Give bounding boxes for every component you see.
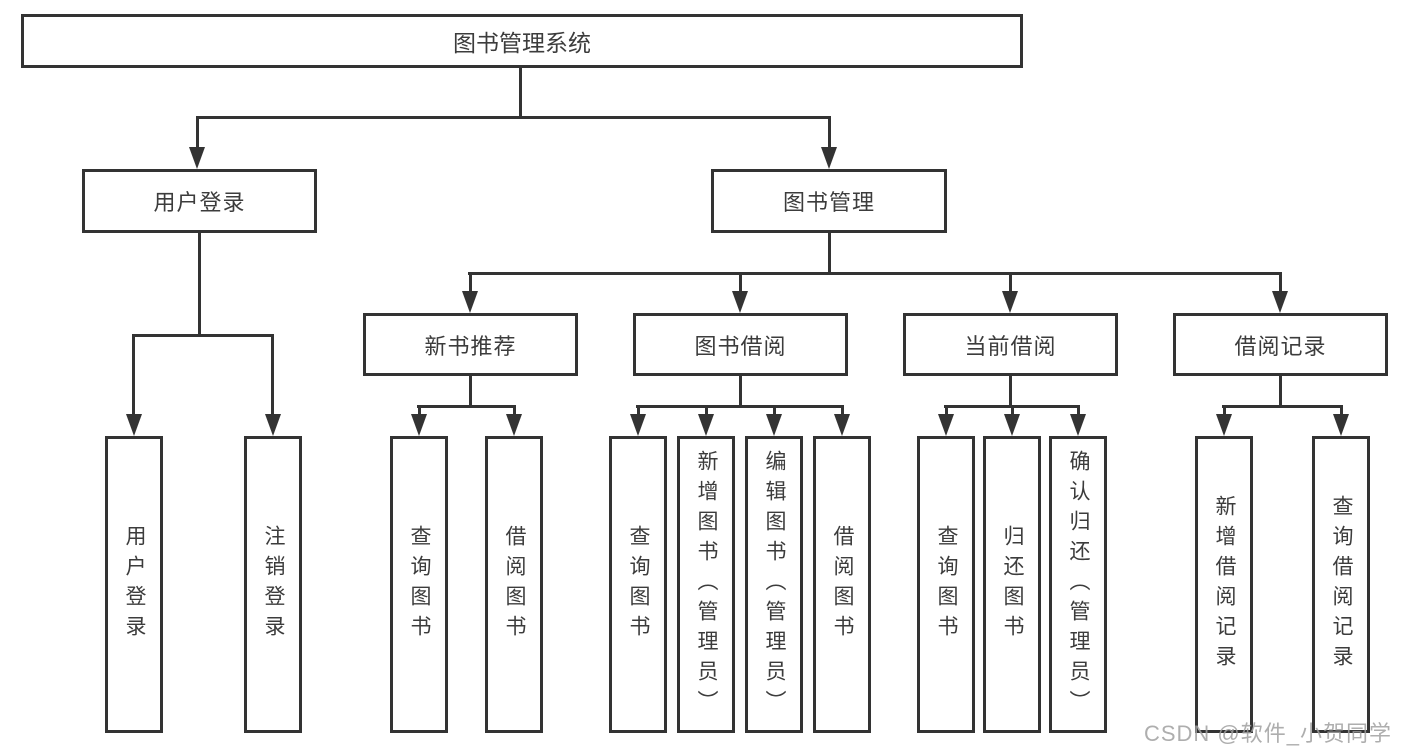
leaf-label: 查询图书: [935, 524, 958, 645]
node-book-borrow-label: 图书借阅: [694, 333, 787, 359]
leaf-query-books-borrow: 查询图书: [609, 436, 667, 733]
arrow-down-icon: [1272, 291, 1288, 313]
node-root-label: 图书管理系统: [453, 30, 591, 56]
connector-line: [196, 116, 199, 150]
arrow-down-icon: [265, 414, 281, 436]
arrow-down-icon: [462, 291, 478, 313]
leaf-label: 新增借阅记录: [1213, 494, 1236, 675]
connector-line: [271, 334, 274, 416]
leaf-logout-label: 注销登录: [262, 524, 285, 645]
connector-line: [1340, 405, 1343, 417]
leaf-query-books-recommend: 查询图书: [390, 436, 448, 733]
connector-line: [418, 405, 421, 417]
connector-line: [417, 405, 516, 408]
leaf-label: 查询图书: [627, 524, 650, 645]
connector-line: [637, 405, 640, 417]
node-borrow-records: 借阅记录: [1173, 313, 1388, 376]
watermark: CSDN @软件_小贺同学: [1143, 721, 1392, 746]
node-new-book-recommend: 新书推荐: [363, 313, 578, 376]
leaf-label: 查询借阅记录: [1330, 494, 1353, 675]
node-book-management: 图书管理: [711, 169, 947, 233]
arrow-down-icon: [1216, 414, 1232, 436]
node-new-book-recommend-label: 新书推荐: [424, 333, 517, 359]
leaf-label: 编辑图书（管理员）: [763, 449, 786, 720]
leaf-borrow-books: 借阅图书: [813, 436, 871, 733]
connector-line: [469, 272, 472, 294]
connector-line: [773, 405, 776, 417]
connector-line: [513, 405, 516, 417]
leaf-label: 新增图书（管理员）: [695, 449, 718, 720]
leaf-return-book: 归还图书: [983, 436, 1041, 733]
connector-line: [1009, 272, 1012, 294]
arrow-down-icon: [938, 414, 954, 436]
arrow-down-icon: [630, 414, 646, 436]
connector-line: [1009, 376, 1012, 407]
connector-line: [828, 233, 831, 274]
connector-line: [636, 405, 844, 408]
connector-line: [705, 405, 708, 417]
connector-line: [198, 233, 201, 337]
connector-line: [1077, 405, 1080, 417]
leaf-label: 确认归还（管理员）: [1067, 449, 1090, 720]
connector-line: [739, 272, 742, 294]
arrow-down-icon: [766, 414, 782, 436]
leaf-edit-book-admin: 编辑图书（管理员）: [745, 436, 803, 733]
arrow-down-icon: [1333, 414, 1349, 436]
connector-line: [1222, 405, 1343, 408]
arrow-down-icon: [189, 147, 205, 169]
arrow-down-icon: [1004, 414, 1020, 436]
arrow-down-icon: [126, 414, 142, 436]
connector-line: [739, 376, 742, 407]
leaf-label: 归还图书: [1001, 524, 1024, 645]
leaf-label: 查询图书: [408, 524, 431, 645]
connector-line: [469, 376, 472, 407]
leaf-add-borrow-record: 新增借阅记录: [1195, 436, 1253, 733]
leaf-user-login: 用户登录: [105, 436, 163, 733]
connector-line: [132, 334, 135, 416]
leaf-user-login-label: 用户登录: [123, 524, 146, 645]
node-user-login: 用户登录: [82, 169, 317, 233]
connector-line: [1011, 405, 1014, 417]
connector-line: [841, 405, 844, 417]
leaf-logout: 注销登录: [244, 436, 302, 733]
leaf-label: 借阅图书: [831, 524, 854, 645]
connector-line: [468, 272, 1282, 275]
leaf-borrow-books-recommend: 借阅图书: [485, 436, 543, 733]
arrow-down-icon: [834, 414, 850, 436]
node-book-borrow: 图书借阅: [633, 313, 848, 376]
connector-line: [196, 116, 831, 119]
connector-line: [519, 68, 522, 117]
node-current-borrow: 当前借阅: [903, 313, 1118, 376]
arrow-down-icon: [1070, 414, 1086, 436]
leaf-label: 借阅图书: [503, 524, 526, 645]
connector-line: [1223, 405, 1226, 417]
arrow-down-icon: [732, 291, 748, 313]
connector-line: [132, 334, 274, 337]
arrow-down-icon: [1002, 291, 1018, 313]
leaf-add-book-admin: 新增图书（管理员）: [677, 436, 735, 733]
node-borrow-records-label: 借阅记录: [1234, 333, 1327, 359]
node-current-borrow-label: 当前借阅: [964, 333, 1057, 359]
connector-line: [1279, 376, 1282, 407]
node-book-management-label: 图书管理: [782, 190, 875, 215]
leaf-query-books-current: 查询图书: [917, 436, 975, 733]
arrow-down-icon: [506, 414, 522, 436]
connector-line: [1279, 272, 1282, 294]
arrow-down-icon: [821, 147, 837, 169]
connector-line: [828, 116, 831, 150]
arrow-down-icon: [411, 414, 427, 436]
connector-line: [945, 405, 948, 417]
leaf-query-borrow-record: 查询借阅记录: [1312, 436, 1370, 733]
leaf-confirm-return-admin: 确认归还（管理员）: [1049, 436, 1107, 733]
node-user-login-label: 用户登录: [153, 190, 246, 215]
node-root: 图书管理系统: [21, 14, 1023, 68]
arrow-down-icon: [698, 414, 714, 436]
